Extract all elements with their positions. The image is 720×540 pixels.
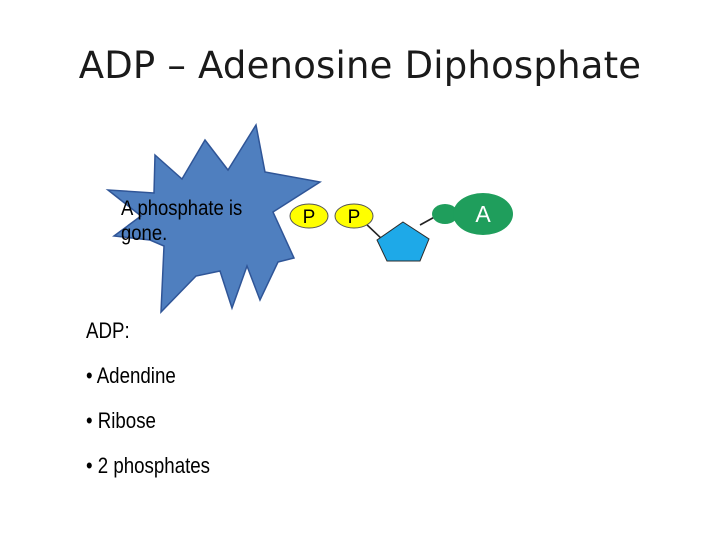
phosphate-1-label: P [303,207,316,228]
list-item-phosphates: • 2 phosphates [86,453,211,478]
list-item-ribose: • Ribose [86,408,156,433]
phosphate-2-label: P [348,207,361,228]
adenine-small-lobe [432,204,458,224]
callout-text: A phosphate is gone. [121,196,271,246]
ribose-pentagon [376,221,430,262]
slide-title: ADP – Adenosine Diphosphate [78,44,642,87]
adenine-circle [453,193,513,235]
phosphate-2-circle [334,203,374,229]
callout-text-line-1: A phosphate is [121,197,243,220]
callout-text-line-2: gone. [121,222,168,245]
list-item-adenine: • Adendine [86,363,176,388]
list-heading: ADP: [86,318,130,343]
explosion-star-shape [105,122,323,314]
adp-components-list: ADP: • Adendine • Ribose • 2 phosphates [86,318,210,498]
phosphate-1-circle [289,203,329,229]
adenine-label: A [475,201,491,227]
